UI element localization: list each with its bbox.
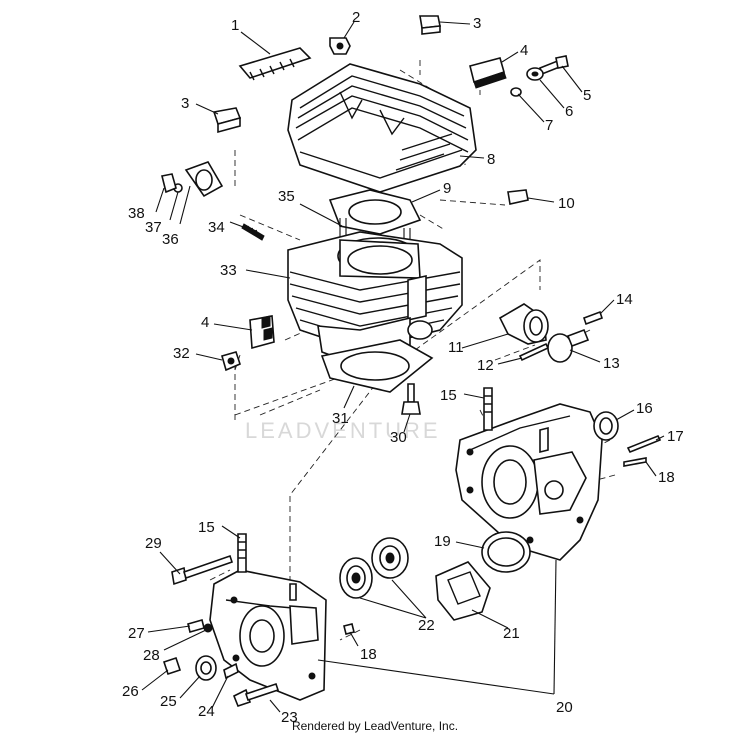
part-11-intake-adapter: [498, 303, 549, 345]
callout-5: 5: [583, 87, 591, 104]
crankcase-right: [455, 403, 603, 561]
part-3-block-top: [419, 15, 441, 35]
callout-34: 34: [208, 219, 225, 236]
part-30-fitting: [401, 383, 421, 415]
part-10-block: [507, 189, 529, 205]
callout-25: 25: [160, 693, 177, 710]
part-17-bolt: [626, 434, 662, 454]
part-15-stud-right: [483, 387, 493, 431]
callout-8: 8: [487, 151, 495, 168]
callout-33: 33: [220, 262, 237, 279]
callout-23: 23: [281, 709, 298, 726]
part-32-nut: [221, 351, 241, 372]
callout-26: 26: [122, 683, 139, 700]
part-2-nut: [329, 37, 351, 55]
callout-numbers: 1 2 3 3 4 5 6 7 8 9 10 35 38 37 36 34 33…: [122, 9, 684, 726]
part-4-damper-top: [469, 57, 507, 89]
part-22-bearing-b: [371, 537, 409, 579]
callout-4: 4: [520, 42, 528, 59]
part-16-seal: [593, 411, 619, 441]
footer-credit: Rendered by LeadVenture, Inc.: [291, 719, 459, 733]
part-23-bolt: [232, 682, 280, 707]
callout-13: 13: [603, 355, 620, 372]
callout-29: 29: [145, 535, 162, 552]
callout-18: 18: [360, 646, 377, 663]
part-14-bolt: [582, 310, 604, 326]
part-21-cover: [435, 561, 491, 621]
callout-6: 6: [565, 103, 573, 120]
part-19-gasket: [481, 531, 531, 573]
watermark: LEADVENTURE: [245, 418, 441, 443]
callout-27: 27: [128, 625, 145, 642]
callout-19: 19: [434, 533, 451, 550]
part-12-bolt: [518, 342, 550, 362]
callout-32: 32: [173, 345, 190, 362]
part-25-seal: [195, 655, 217, 681]
callout-20: 20: [556, 699, 573, 716]
callout-17: 17: [667, 428, 684, 445]
part-8-cylinder-head: [287, 63, 477, 193]
callout-15: 15: [440, 387, 457, 404]
callout-3: 3: [473, 15, 481, 32]
part-18-pin-left: [343, 623, 355, 635]
callout-21: 21: [503, 625, 520, 642]
part-9-head-gasket: [328, 189, 422, 235]
part-27-bolt: [187, 619, 205, 633]
part-13-clamp: [547, 328, 590, 363]
part-36-gasket: [184, 161, 224, 198]
callout-14: 14: [616, 291, 633, 308]
callout-35: 35: [278, 188, 295, 205]
part-4-damper-left: [249, 315, 275, 350]
part-18-pin-right: [623, 457, 647, 467]
part-1-bar: [238, 47, 312, 81]
callout-9: 9: [443, 180, 451, 197]
callout-16: 16: [636, 400, 653, 417]
callout-36: 36: [162, 231, 179, 248]
part-6-washer: [526, 67, 544, 81]
callout-28: 28: [143, 647, 160, 664]
callout-18: 18: [658, 469, 675, 486]
callout-1: 1: [231, 17, 239, 34]
part-29-bolt: [171, 554, 234, 586]
callout-24: 24: [198, 703, 215, 720]
crankcase-left: [209, 569, 327, 701]
leader-lines: [141, 21, 665, 713]
callout-30: 30: [390, 429, 407, 446]
part-7-washer: [510, 87, 522, 97]
callout-11: 11: [448, 339, 464, 356]
part-3-block-left: [212, 107, 242, 134]
callout-15: 15: [198, 519, 215, 536]
part-5-bolt: [539, 55, 569, 76]
callout-7: 7: [545, 117, 553, 134]
callout-37: 37: [145, 219, 162, 236]
callout-22: 22: [418, 617, 435, 634]
callout-3: 3: [181, 95, 189, 112]
part-34-stud: [241, 223, 265, 241]
callout-4: 4: [201, 314, 209, 331]
callout-12: 12: [477, 357, 494, 374]
part-38-nut: [161, 173, 177, 194]
callout-2: 2: [352, 9, 360, 26]
part-31-base-gasket: [320, 339, 434, 393]
part-15-stud-left: [237, 533, 297, 601]
part-22-bearing-a: [339, 557, 373, 599]
callout-38: 38: [128, 205, 145, 222]
callout-31: 31: [332, 410, 349, 427]
part-24-stud: [223, 662, 239, 680]
callout-10: 10: [558, 195, 575, 212]
